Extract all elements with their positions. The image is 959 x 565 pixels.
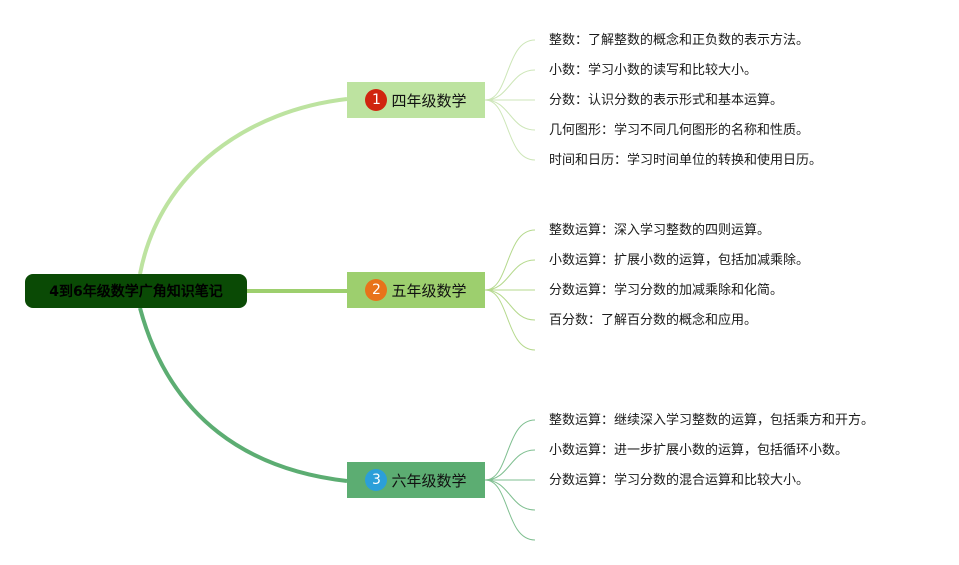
branch-label: 六年级数学	[391, 471, 467, 490]
number-badge-icon: 3	[365, 469, 388, 491]
leaf-node[interactable]: 几何图形：学习不同几何图形的名称和性质。	[549, 123, 810, 138]
leaf-node[interactable]: 分数运算：学习分数的混合运算和比较大小。	[549, 473, 810, 488]
leaf-node[interactable]: 小数：学习小数的读写和比较大小。	[549, 63, 758, 78]
leaf-node[interactable]: 整数运算：继续深入学习整数的运算，包括乘方和开方。	[549, 413, 875, 428]
leaf-node[interactable]: 整数：了解整数的概念和正负数的表示方法。	[549, 33, 810, 48]
leaf-node[interactable]: 整数运算：深入学习整数的四则运算。	[549, 223, 771, 238]
leaf-node[interactable]: 百分数：了解百分数的概念和应用。	[549, 313, 758, 328]
connector-root-branch-1	[138, 97, 348, 275]
leaf-connectors-2	[484, 229, 536, 351]
branch-node-2[interactable]: 2 五年级数学	[347, 272, 485, 308]
root-label: 4到6年级数学广角知识笔记	[49, 284, 223, 300]
number-badge-icon: 2	[365, 279, 388, 301]
leaf-node[interactable]: 小数运算：扩展小数的运算，包括加减乘除。	[549, 253, 810, 268]
leaf-node[interactable]: 时间和日历：学习时间单位的转换和使用日历。	[549, 153, 823, 168]
connector-root-branch-3	[138, 307, 348, 483]
branch-label: 五年级数学	[391, 281, 467, 300]
branch-node-1[interactable]: 1 四年级数学	[347, 82, 485, 118]
leaf-node[interactable]: 分数运算：学习分数的加减乘除和化简。	[549, 283, 784, 298]
leaf-connectors-1	[484, 39, 536, 161]
root-node[interactable]: 4到6年级数学广角知识笔记	[25, 274, 247, 308]
leaf-connectors-3	[484, 419, 536, 541]
branch-node-3[interactable]: 3 六年级数学	[347, 462, 485, 498]
branch-label: 四年级数学	[391, 91, 467, 110]
leaf-node[interactable]: 分数：认识分数的表示形式和基本运算。	[549, 93, 784, 108]
number-badge-icon: 1	[365, 89, 388, 111]
leaf-node[interactable]: 小数运算：进一步扩展小数的运算，包括循环小数。	[549, 443, 849, 458]
